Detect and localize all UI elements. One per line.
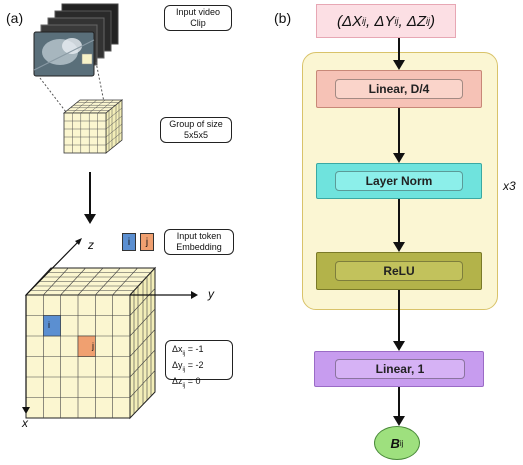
panel-b-label: (b): [274, 10, 292, 26]
input-dy: ΔY: [374, 12, 395, 30]
output-b-sub: ij: [399, 438, 404, 448]
token-i: i: [122, 233, 136, 251]
disp-z-val: = 0: [185, 375, 201, 386]
disp-y-val: = -2: [185, 359, 204, 370]
group-size-label: Group of size 5x5x5: [160, 117, 232, 143]
input-dx-sub: ij: [362, 16, 367, 26]
layer-norm-block: Layer Norm: [316, 163, 482, 199]
input-dy-sub: ij: [394, 16, 399, 26]
input-paren-open: (: [336, 12, 342, 30]
disp-x-val: = -1: [185, 344, 204, 354]
input-comma-2: ,: [398, 12, 407, 30]
relu-label: ReLU: [335, 261, 463, 281]
displacement-box: Δxij = -1 Δyij = -2 Δzij = 0: [165, 340, 233, 388]
disp-y-row: Δyij = -2: [172, 360, 226, 376]
input-paren-close: ): [430, 12, 436, 30]
relu-block: ReLU: [316, 252, 482, 290]
disp-z-row: Δzij = 0: [172, 376, 226, 392]
linear-d4-label: Linear, D/4: [335, 79, 463, 99]
group-size-label-line2: 5x5x5: [183, 130, 209, 140]
token-j: j: [140, 233, 154, 251]
input-dz-sub: ij: [426, 16, 431, 26]
input-video-label: Input video Clip: [164, 5, 232, 31]
linear-d4-block: Linear, D/4: [316, 70, 482, 108]
output-b: B: [390, 435, 400, 451]
disp-z-sub: ij: [182, 382, 186, 389]
axis-x-label: x: [22, 416, 28, 430]
input-comma-1: ,: [366, 12, 375, 30]
input-dx: ΔX: [341, 12, 363, 30]
disp-x-row: Δxij = -1: [172, 344, 226, 360]
token-embedding-label-line1: Input token: [176, 231, 222, 241]
panel-a-label: (a): [6, 10, 24, 26]
disp-z-sym: Δz: [172, 375, 183, 386]
axis-z-label: z: [88, 238, 94, 252]
video-clip-frames: [33, 3, 119, 77]
disp-y-sub: ij: [182, 366, 186, 373]
token-embedding-label-line2: Embedding: [176, 242, 222, 252]
disp-y-sym: Δy: [172, 359, 183, 370]
input-video-label-line2: Clip: [190, 18, 206, 28]
disp-x-sym: Δx: [172, 344, 183, 354]
repeat-label: x3: [503, 179, 516, 193]
cube-cell-i: i: [48, 320, 50, 330]
linear-1-block: Linear, 1: [314, 351, 484, 387]
input-dz: ΔZ: [406, 12, 427, 30]
group-size-label-line1: Group of size: [169, 119, 223, 129]
linear-1-label: Linear, 1: [335, 359, 465, 379]
layer-norm-label: Layer Norm: [335, 171, 463, 191]
input-video-label-line1: Input video: [175, 7, 221, 17]
cube-cell-j: j: [92, 341, 94, 351]
disp-x-sub: ij: [182, 350, 186, 357]
token-embedding-label: Input token Embedding: [164, 229, 234, 255]
axis-y-label: y: [208, 287, 214, 301]
